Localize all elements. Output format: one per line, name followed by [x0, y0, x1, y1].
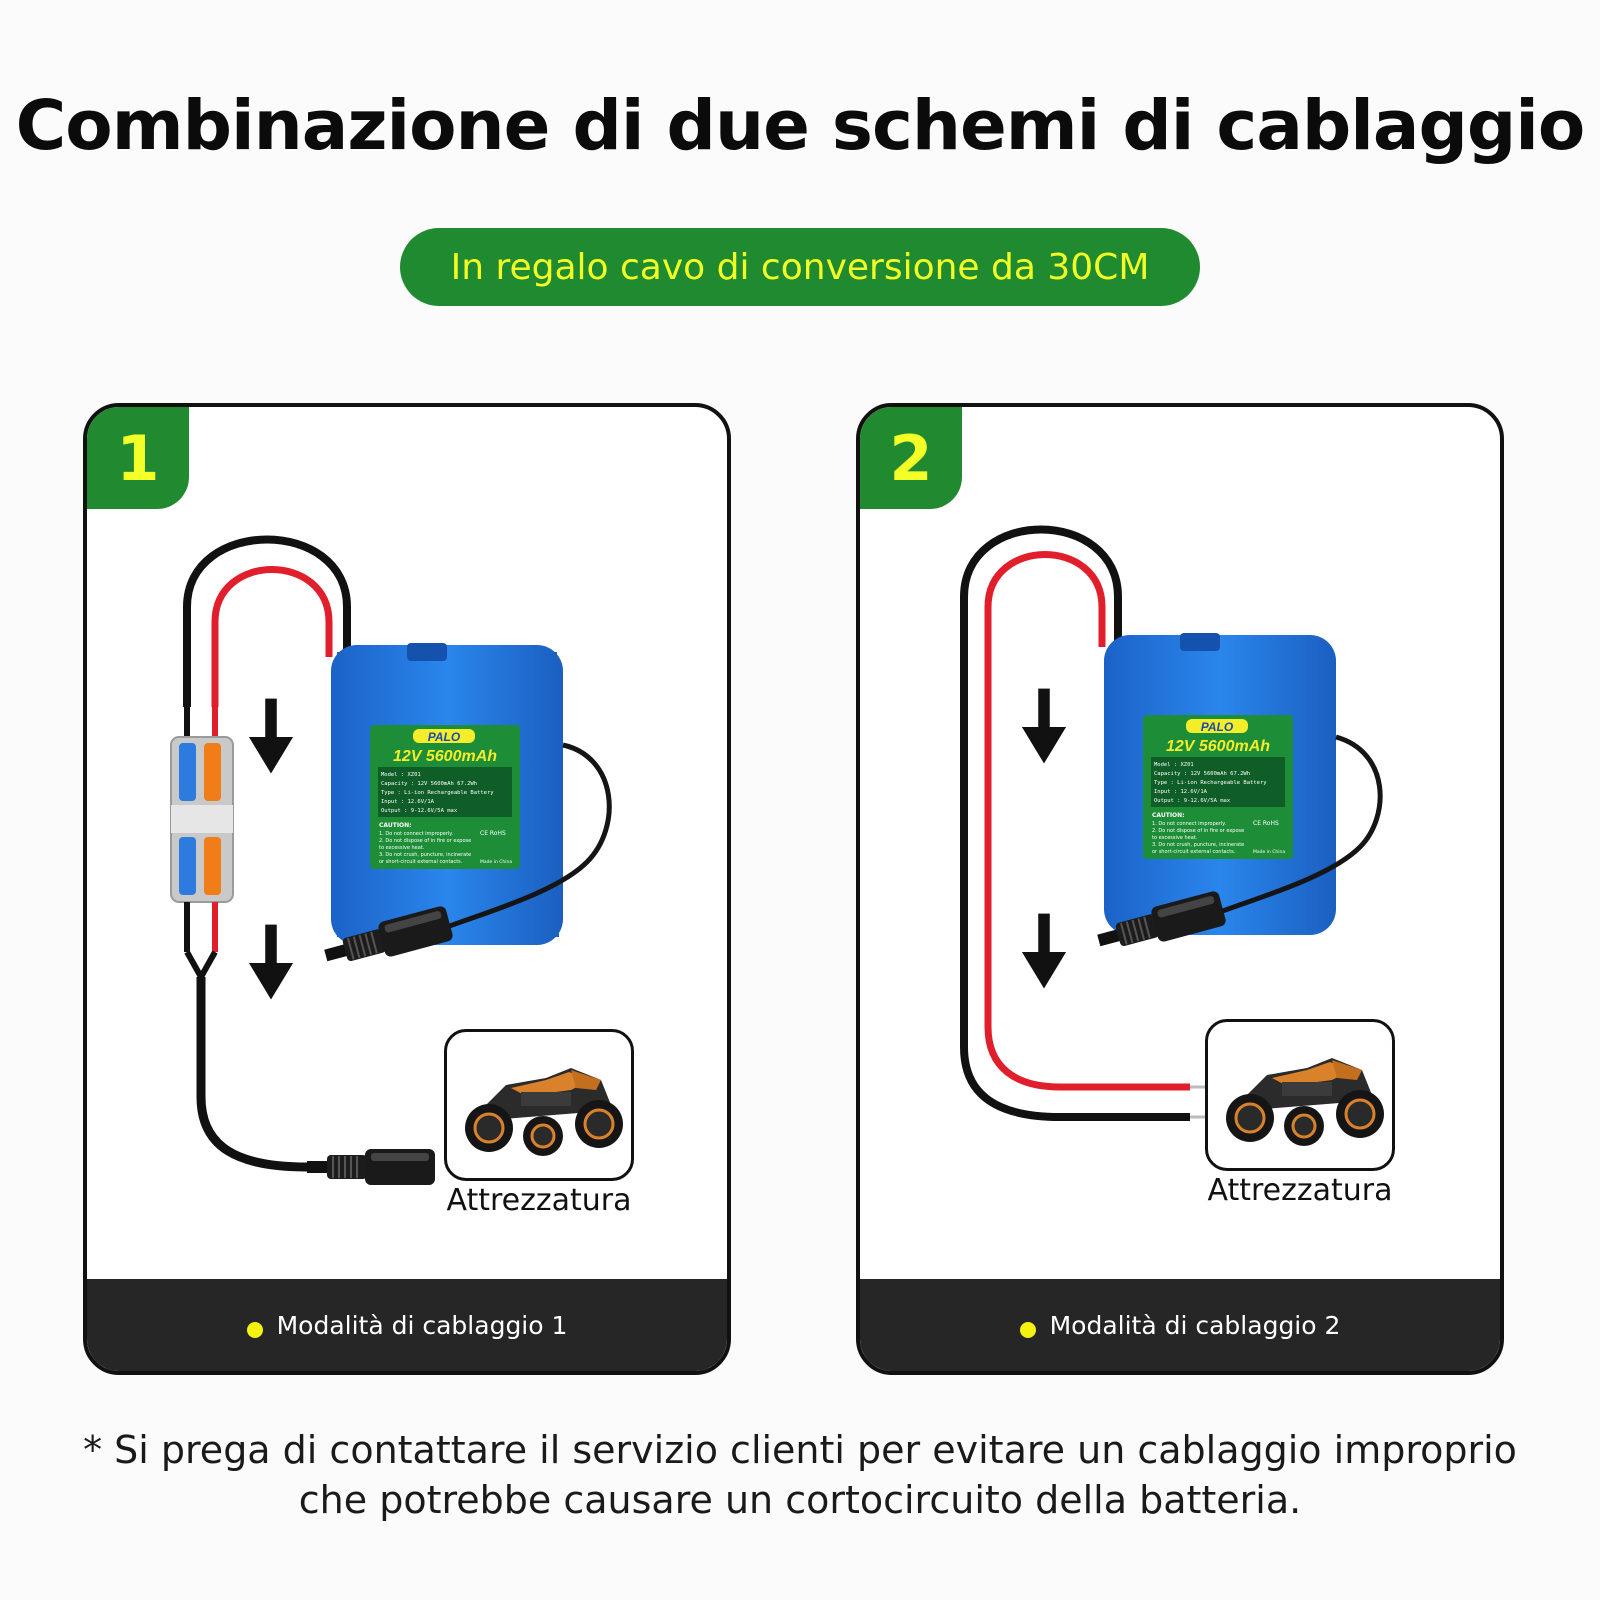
battery-spec: 12V 5600mAh [393, 748, 497, 765]
svg-text:or short-circuit external cont: or short-circuit external contacts. [1152, 849, 1236, 855]
device-label: Attrezzatura [446, 1183, 632, 1218]
arrow-down-icon [248, 698, 294, 774]
svg-text:Capacity : 12V 5600mAh 67.2Wh: Capacity : 12V 5600mAh 67.2Wh [381, 781, 477, 787]
svg-text:Model : XZ01: Model : XZ01 [1154, 762, 1194, 768]
bullet-dot-icon [246, 1322, 263, 1338]
red-wire [984, 551, 1190, 1091]
rc-car-icon [451, 1050, 631, 1160]
panel-footer: Modalità di cablaggio 2 [860, 1279, 1500, 1371]
battery-pack: PALO 12V 5600mAh Model : XZ01 Capacity :… [331, 643, 563, 945]
page-title: Combinazione di due schemi di cablaggio [15, 86, 1586, 166]
svg-text:CAUTION:: CAUTION: [1152, 812, 1185, 819]
device-label: Attrezzatura [1207, 1173, 1393, 1208]
red-wire [211, 566, 333, 707]
gift-banner-text: In regalo cavo di conversione da 30CM [450, 246, 1150, 288]
lever-wire-connector [170, 736, 234, 903]
svg-text:Output : 9-12.6V/5A max: Output : 9-12.6V/5A max [1154, 798, 1231, 804]
wiring-diagram-2: PALO 12V 5600mAh Model : XZ01 Capacity :… [960, 525, 1383, 1121]
svg-text:1. Do not connect improperly.: 1. Do not connect improperly. [1152, 821, 1227, 827]
dc-jack-icon [307, 1147, 437, 1187]
svg-text:or short-circuit external cont: or short-circuit external contacts. [379, 859, 463, 865]
panel-number-badge: 1 [87, 407, 189, 509]
svg-text:Capacity : 12V 5600mAh 67.2Wh: Capacity : 12V 5600mAh 67.2Wh [1154, 771, 1250, 777]
bullet-dot-icon [1019, 1322, 1036, 1338]
svg-text:Type : Li-ion Rechargeabl: Type : Li-ion Rechargeable Battery [1154, 780, 1267, 786]
device-box [444, 1029, 634, 1181]
svg-text:to excessive heat.: to excessive heat. [1152, 835, 1198, 841]
arrow-down-icon [1021, 913, 1067, 989]
svg-text:2. Do not dispose of in fire o: 2. Do not dispose of in fire or expose [1152, 828, 1244, 834]
svg-text:3. Do not crush, puncture, inc: 3. Do not crush, puncture, incinerate [1152, 842, 1244, 848]
arrow-down-icon [1021, 688, 1067, 764]
panel-footer: Modalità di cablaggio 1 [87, 1279, 727, 1371]
svg-text:Output : 9-12.6V/5A max: Output : 9-12.6V/5A max [381, 808, 458, 814]
svg-text:Made in China: Made in China [1253, 849, 1285, 855]
wiring-panel-1: PALO 12V 5600mAh Model : XZ01 Capacity :… [83, 403, 731, 1375]
black-wire [960, 525, 1190, 1121]
battery-brand: PALO [428, 730, 461, 744]
warning-note-line: * Si prega di contattare il servizio cli… [83, 1428, 1517, 1472]
svg-text:2. Do not dispose of in fire o: 2. Do not dispose of in fire or expose [379, 838, 471, 844]
svg-text:Model : XZ01: Model : XZ01 [381, 772, 421, 778]
wiring-panel-2: PALO 12V 5600mAh Model : XZ01 Capacity :… [856, 403, 1504, 1375]
svg-text:Input : 12.6V/1A: Input : 12.6V/1A [1154, 789, 1208, 795]
panel-number-badge: 2 [860, 407, 962, 509]
svg-text:to excessive heat.: to excessive heat. [379, 845, 425, 851]
svg-text:CAUTION:: CAUTION: [379, 822, 412, 829]
svg-text:3. Do not crush, puncture, inc: 3. Do not crush, puncture, incinerate [379, 852, 471, 858]
device-box [1205, 1019, 1395, 1171]
rc-car-icon [1212, 1040, 1392, 1150]
battery-brand: PALO [1201, 720, 1234, 734]
wiring-diagram-1: PALO 12V 5600mAh Model : XZ01 Capacity :… [170, 535, 612, 1187]
warning-note: * Si prega di contattare il servizio cli… [0, 1425, 1600, 1525]
svg-text:Type : Li-ion Rechargeabl: Type : Li-ion Rechargeable Battery [381, 790, 494, 796]
panel-footer-text: Modalità di cablaggio 2 [1049, 1310, 1341, 1340]
gift-banner: In regalo cavo di conversione da 30CM [400, 228, 1200, 306]
svg-text:1. Do not connect improperly.: 1. Do not connect improperly. [379, 831, 454, 837]
battery-pack: PALO 12V 5600mAh Model : XZ01 Capacity :… [1104, 633, 1336, 935]
svg-text:Input : 12.6V/1A: Input : 12.6V/1A [381, 799, 435, 805]
warning-note-line: che potrebbe causare un cortocircuito de… [298, 1478, 1302, 1522]
black-wire [183, 535, 351, 707]
panel-footer-text: Modalità di cablaggio 1 [276, 1310, 568, 1340]
battery-spec: 12V 5600mAh [1166, 738, 1270, 755]
svg-text:Made in China: Made in China [480, 859, 512, 865]
arrow-down-icon [248, 924, 294, 1000]
svg-text:CE RoHS: CE RoHS [1253, 820, 1279, 827]
svg-text:CE RoHS: CE RoHS [480, 830, 506, 837]
